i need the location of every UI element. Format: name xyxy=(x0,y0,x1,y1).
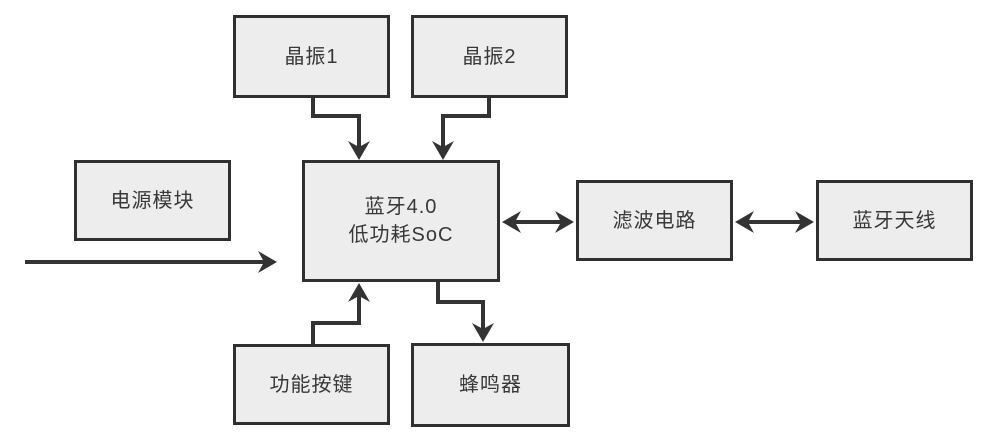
arrow-power-rail-to-soc xyxy=(25,251,277,273)
node-function-button-label: 功能按键 xyxy=(269,373,354,396)
node-crystal1: 晶振1 xyxy=(233,15,390,98)
node-bluetooth-antenna-label: 蓝牙天线 xyxy=(852,209,937,232)
node-buzzer-label: 蜂鸣器 xyxy=(459,374,522,396)
node-buzzer: 蜂鸣器 xyxy=(411,343,570,427)
arrow-soc-to-buzzer xyxy=(436,282,494,342)
node-power-module: 电源模块 xyxy=(74,160,231,241)
node-filter-circuit: 滤波电路 xyxy=(576,180,733,261)
node-soc: 蓝牙4.0 低功耗SoC xyxy=(302,160,500,282)
node-power-module-label: 电源模块 xyxy=(110,189,195,212)
node-crystal2: 晶振2 xyxy=(411,15,568,98)
node-filter-circuit-label: 滤波电路 xyxy=(612,209,697,232)
arrow-crystal2-to-soc xyxy=(432,97,491,160)
node-crystal2-label: 晶振2 xyxy=(462,45,517,68)
arrow-filter-antenna-bidirectional xyxy=(735,211,814,233)
node-bluetooth-antenna: 蓝牙天线 xyxy=(816,180,973,261)
arrow-button-to-soc xyxy=(311,283,370,344)
arrow-crystal1-to-soc xyxy=(311,97,370,160)
node-soc-label-line2: 低功耗SoC xyxy=(348,224,454,246)
node-function-button: 功能按键 xyxy=(233,344,390,425)
node-crystal1-label: 晶振1 xyxy=(284,45,339,68)
node-soc-label-line1: 蓝牙4.0 xyxy=(364,196,438,218)
arrow-soc-filter-bidirectional xyxy=(502,211,574,233)
